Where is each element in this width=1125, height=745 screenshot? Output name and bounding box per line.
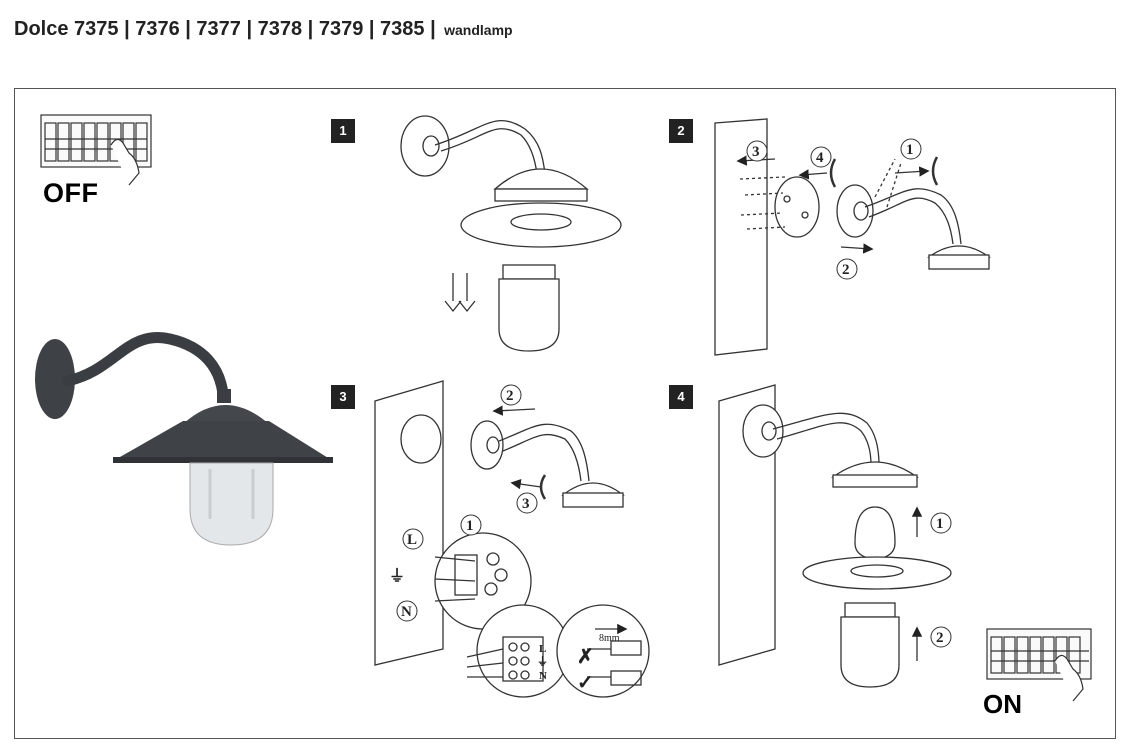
svg-text:⏚: ⏚	[537, 655, 548, 668]
svg-text:✗: ✗	[577, 646, 594, 668]
step-2-callouts: 3 4 1 2	[746, 138, 922, 280]
svg-text:1: 1	[936, 516, 944, 532]
product-title: Dolce 7375 | 7376 | 7377 | 7378 | 7379 |…	[14, 18, 436, 40]
svg-text:1: 1	[466, 518, 474, 534]
svg-text:⏚: ⏚	[389, 567, 405, 585]
step-badge-1: 1	[331, 119, 355, 143]
svg-text:4: 4	[816, 150, 824, 166]
svg-text:L: L	[407, 532, 417, 548]
step-3-illustration	[374, 380, 650, 698]
breaker-panel-on	[986, 628, 1092, 702]
lamp-photo	[35, 332, 333, 546]
svg-text:✓: ✓	[577, 672, 594, 694]
breaker-panel-off	[40, 114, 152, 186]
document-header: Dolce 7375 | 7376 | 7377 | 7378 | 7379 |…	[14, 18, 513, 41]
svg-text:3: 3	[752, 144, 760, 160]
step-4-illustration	[718, 384, 952, 688]
svg-text:N: N	[539, 670, 547, 682]
instruction-frame: OFF	[14, 88, 1116, 739]
step-1-illustration	[400, 115, 622, 352]
svg-text:L: L	[539, 643, 546, 655]
step-4-callouts: 1 2	[930, 512, 952, 648]
step-badge-2: 2	[669, 119, 693, 143]
product-subtitle: wandlamp	[444, 22, 513, 38]
step-badge-4: 4	[669, 385, 693, 409]
step-2-illustration	[714, 118, 991, 356]
off-label: OFF	[43, 178, 99, 208]
svg-text:2: 2	[506, 388, 514, 404]
on-label: ON	[983, 689, 1022, 719]
svg-text:N: N	[401, 604, 412, 620]
step-badge-3: 3	[331, 385, 355, 409]
svg-text:8mm: 8mm	[599, 633, 620, 644]
svg-text:3: 3	[522, 496, 530, 512]
svg-text:2: 2	[936, 630, 944, 646]
svg-text:1: 1	[906, 142, 914, 158]
step-3-callouts: 2 3 1 L N ⏚ L ⏚ N 8mm ✗ ✓	[389, 384, 620, 694]
svg-text:2: 2	[842, 262, 850, 278]
instruction-illustrations: OFF	[35, 114, 1092, 719]
